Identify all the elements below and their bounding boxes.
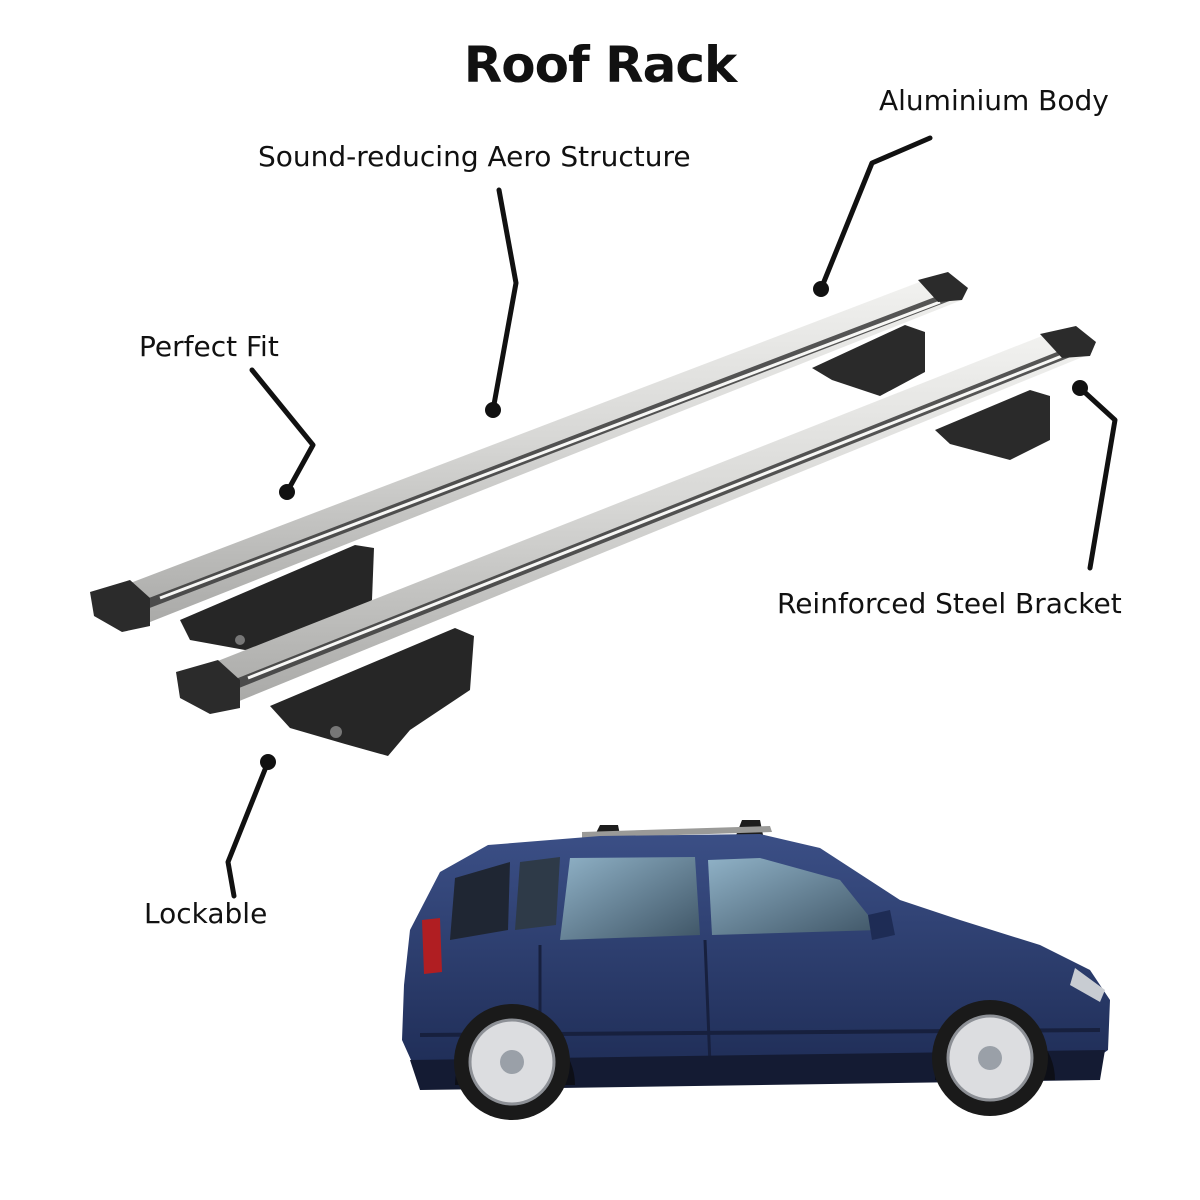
wheel-rear [454, 1004, 570, 1120]
leader-perfect-fit [249, 367, 316, 495]
wheel-front [932, 1000, 1048, 1116]
car-illustration [402, 820, 1110, 1120]
bracket-foot [935, 390, 1050, 460]
label-perfect-fit: Perfect Fit [139, 330, 279, 363]
leader-aero [490, 187, 519, 413]
end-cap [90, 580, 150, 632]
lock-icon [330, 726, 342, 738]
leader-aluminium [818, 135, 933, 292]
end-cap [176, 660, 240, 714]
page-title: Roof Rack [463, 36, 738, 94]
leader-lines [225, 135, 1118, 899]
bracket-foot [270, 628, 474, 756]
end-cap [918, 272, 968, 302]
label-reinforced-bracket: Reinforced Steel Bracket [777, 587, 1122, 620]
roof-rack-bar-front [176, 326, 1096, 756]
label-lockable: Lockable [144, 897, 268, 930]
label-aluminium-body: Aluminium Body [879, 84, 1109, 117]
leader-lockable [225, 759, 271, 899]
leader-dots [260, 281, 1088, 770]
label-aero-structure: Sound-reducing Aero Structure [258, 140, 691, 173]
bracket-foot [812, 325, 925, 396]
end-cap [1040, 326, 1096, 358]
leader-bracket [1077, 385, 1118, 571]
